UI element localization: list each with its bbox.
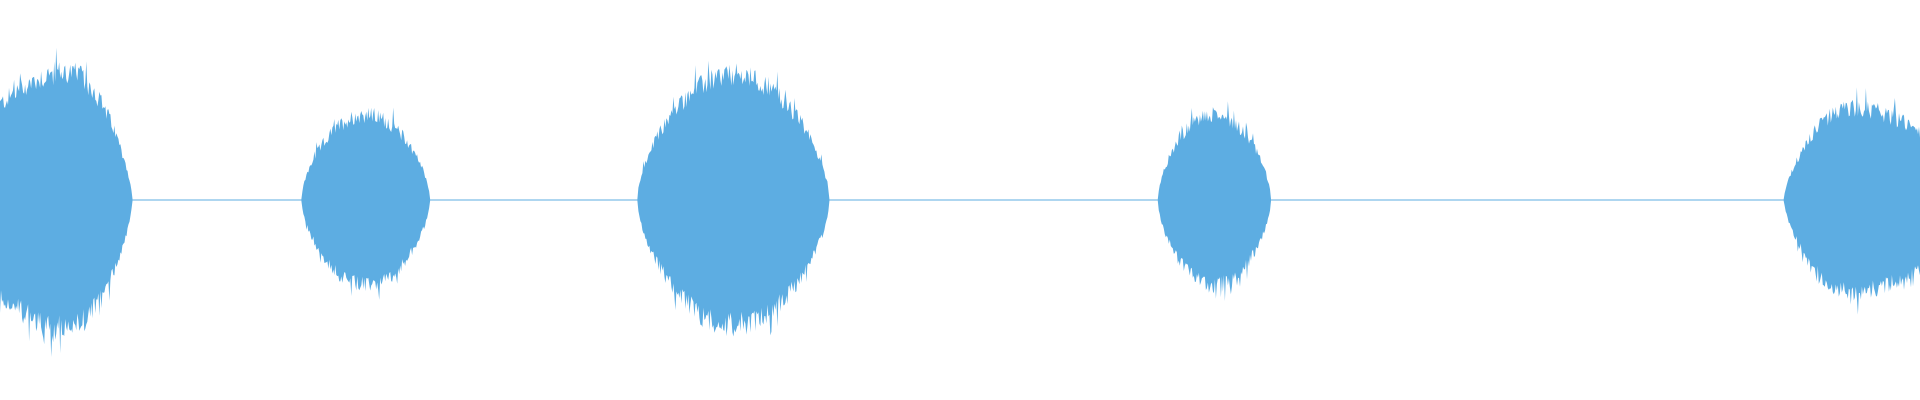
- waveform-burst-3: [637, 60, 830, 337]
- waveform-burst-5: [1783, 87, 1920, 315]
- waveform-burst-4: [1157, 101, 1271, 302]
- waveform-burst-2: [301, 107, 431, 300]
- waveform-bursts: [0, 47, 1920, 358]
- waveform-burst-1: [0, 47, 133, 358]
